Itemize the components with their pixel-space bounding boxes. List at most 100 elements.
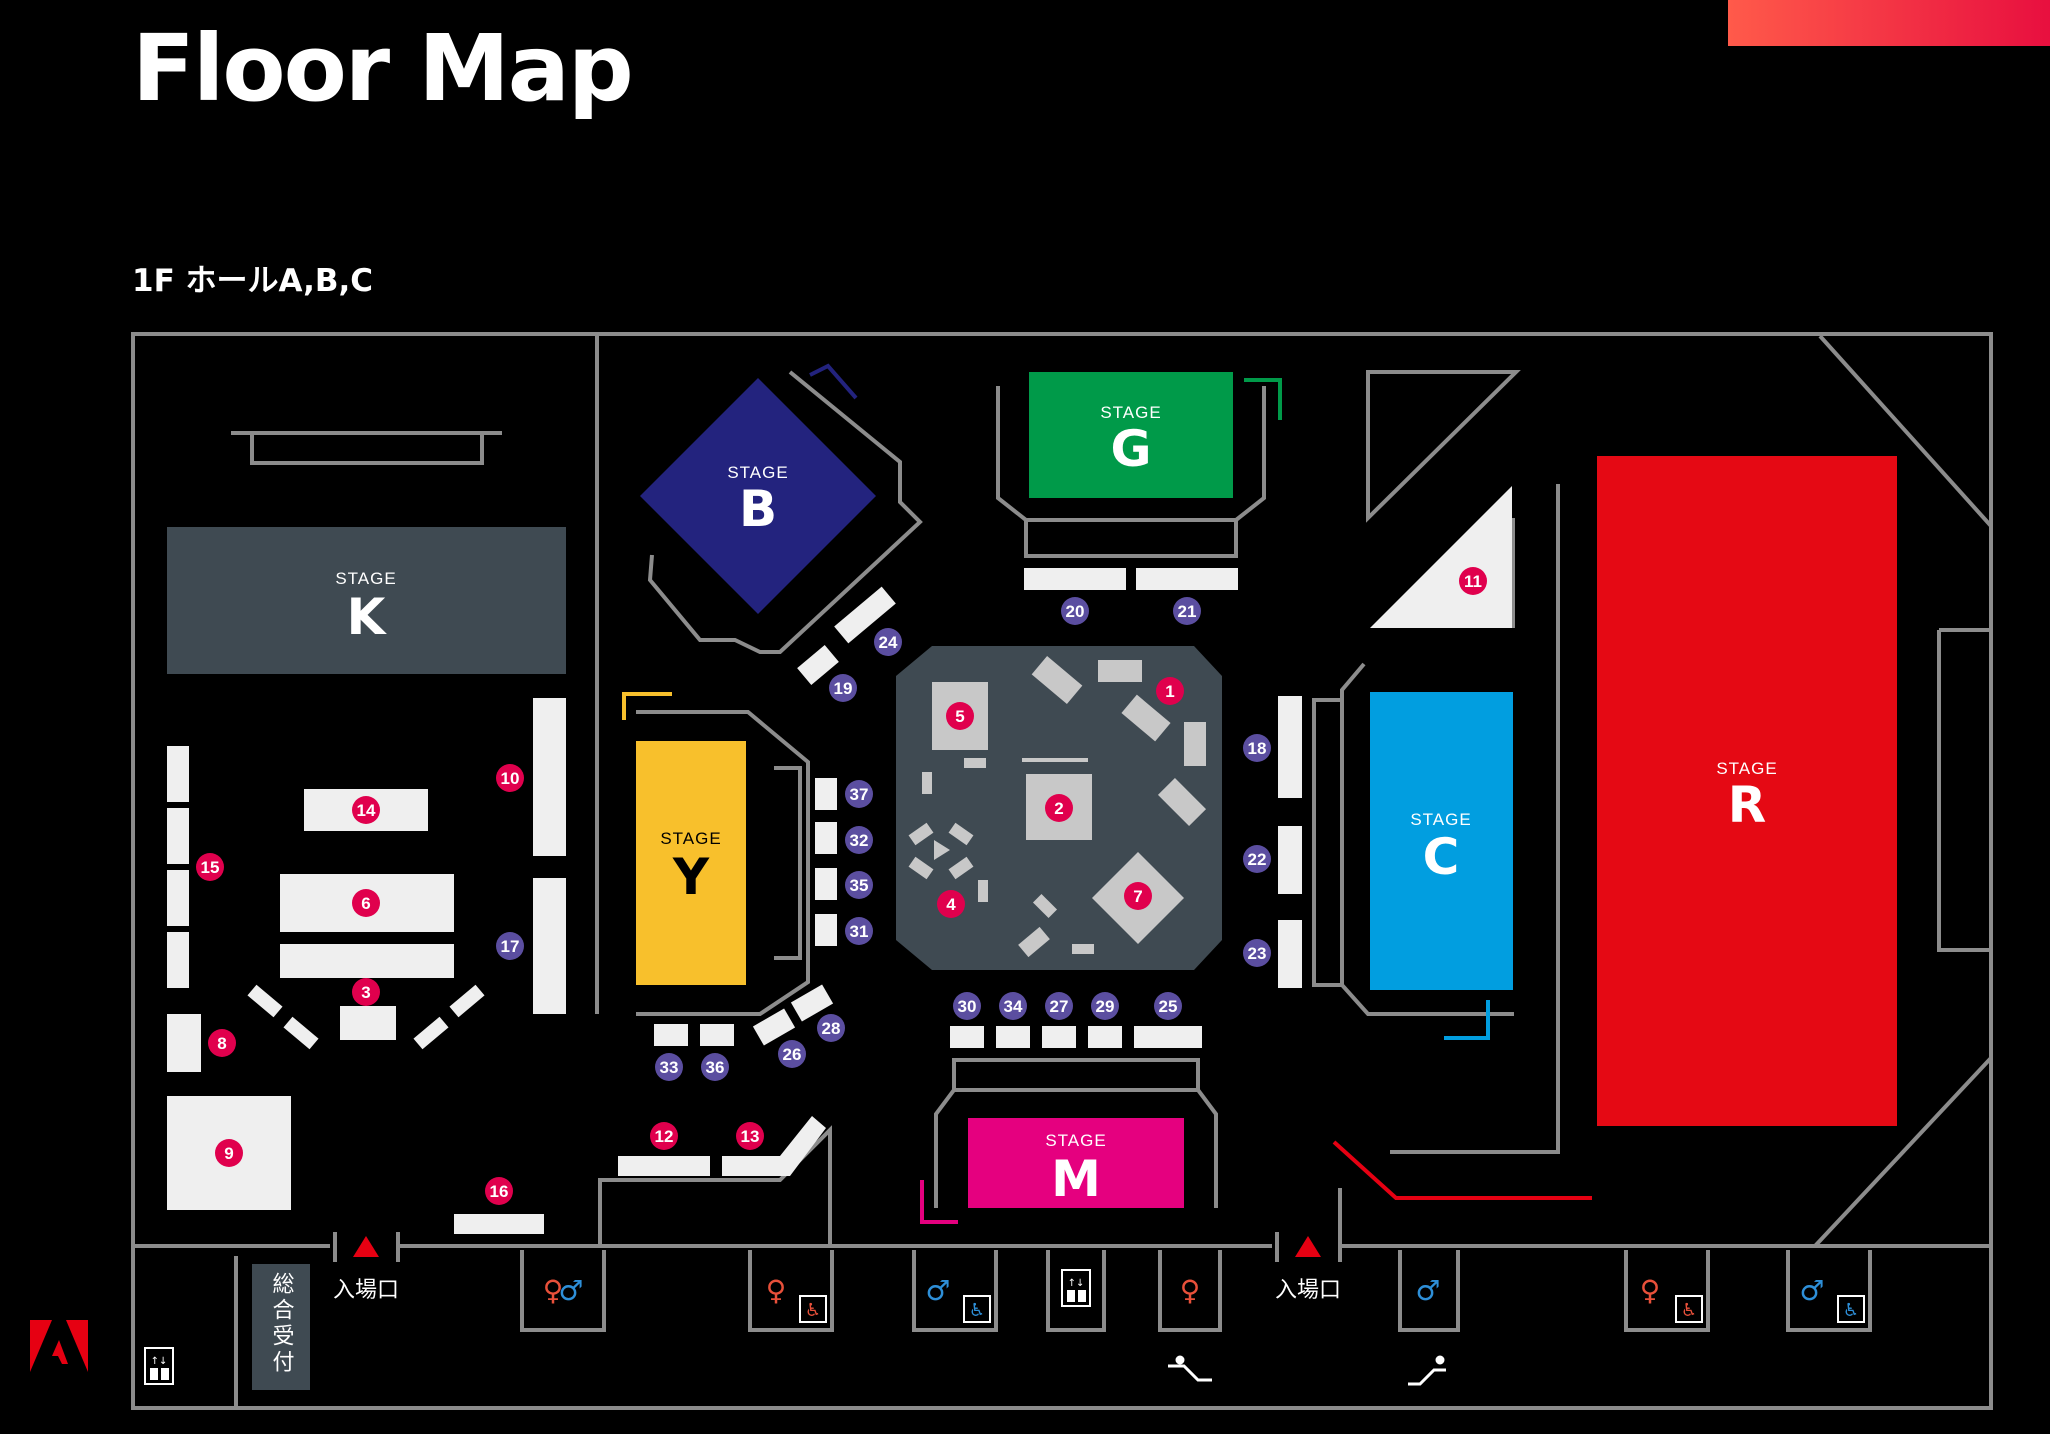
corner-accent-bar xyxy=(1728,0,2050,46)
stage-C[interactable]: STAGE C xyxy=(1370,692,1513,990)
restroom-icon: ♀♂ xyxy=(543,1274,584,1307)
facility-icons: ↑↓ ↑↓ ♀♂ ♀ ♿ ♂ ♿ ♀ ♂ ♀ ♿ ♂ ♿ xyxy=(144,1269,1865,1386)
walls xyxy=(131,332,1993,1410)
booth-marker-30 xyxy=(953,992,981,1020)
stage-Y-letter: Y xyxy=(672,848,710,906)
entrance-left[interactable]: 入場口 xyxy=(333,1236,399,1303)
stage-K-label: STAGE xyxy=(335,569,396,588)
booth-label-37: 37 xyxy=(850,785,869,804)
svg-text:♀: ♀ xyxy=(543,1274,564,1307)
booth-marker-23 xyxy=(1243,939,1271,967)
booth-label-9: 9 xyxy=(224,1144,233,1163)
booth-marker-2 xyxy=(1045,794,1073,822)
booth-marker-28 xyxy=(817,1014,845,1042)
entrance-left-label: 入場口 xyxy=(333,1278,399,1303)
booth-marker-33 xyxy=(655,1053,683,1081)
booth-marker-22 xyxy=(1243,845,1271,873)
booth-label-23: 23 xyxy=(1248,944,1267,963)
booth-label-24: 24 xyxy=(879,633,898,652)
svg-text:♀: ♀ xyxy=(1180,1274,1201,1307)
booth-label-14: 14 xyxy=(357,801,376,820)
booth-marker-24 xyxy=(874,628,902,656)
stage-Y[interactable]: STAGE Y xyxy=(636,741,746,985)
booth-label-34: 34 xyxy=(1004,997,1023,1016)
entrance-right[interactable]: 入場口 xyxy=(1275,1236,1341,1303)
floor-label: 1F ホールA,B,C xyxy=(132,263,374,299)
restroom-icon: ♀ xyxy=(1640,1274,1661,1307)
booth-marker-21 xyxy=(1173,597,1201,625)
accessible-restroom-icon: ♿ xyxy=(963,1295,991,1323)
adobe-logo-icon xyxy=(30,1320,88,1372)
stage-M[interactable]: STAGE M xyxy=(968,1118,1184,1208)
booth-marker-13 xyxy=(736,1122,764,1150)
booth-label-30: 30 xyxy=(958,997,977,1016)
reception[interactable]: 総合受付 xyxy=(252,1264,310,1390)
booth-label-21: 21 xyxy=(1178,602,1197,621)
booth-markers: 1 2 3 4 5 6 7 8 9 10 11 12 13 14 15 16 xyxy=(196,567,1487,1205)
booth-marker-18 xyxy=(1243,734,1271,762)
booth-label-22: 22 xyxy=(1248,850,1267,869)
booth-marker-29 xyxy=(1091,992,1119,1020)
escalator-down-icon xyxy=(1168,1355,1212,1382)
stage-C-letter: C xyxy=(1423,828,1460,886)
booth-label-35: 35 xyxy=(850,876,869,895)
restroom-icon: ♀ xyxy=(766,1274,787,1307)
booth-label-5: 5 xyxy=(955,707,964,726)
booth-marker-5 xyxy=(946,702,974,730)
booth-label-31: 31 xyxy=(850,922,869,941)
svg-text:♀: ♀ xyxy=(1640,1274,1661,1307)
page-title: Floor Map xyxy=(132,15,634,122)
booth-marker-16 xyxy=(485,1177,513,1205)
booth-label-3: 3 xyxy=(361,983,370,1002)
accessible-restroom-icon: ♿ xyxy=(1675,1295,1703,1323)
reception-label: 総合受付 xyxy=(269,1272,295,1376)
booth-marker-7 xyxy=(1124,882,1152,910)
booth-label-19: 19 xyxy=(834,679,853,698)
booth-label-16: 16 xyxy=(490,1182,509,1201)
stage-G[interactable]: STAGE G xyxy=(1029,372,1233,498)
booth-marker-1 xyxy=(1156,677,1184,705)
entrance-arrow-icon xyxy=(353,1236,379,1257)
entrance-right-label: 入場口 xyxy=(1275,1278,1341,1303)
booth-marker-12 xyxy=(650,1122,678,1150)
booth-label-15: 15 xyxy=(201,858,220,877)
booth-label-27: 27 xyxy=(1050,997,1069,1016)
stage-R[interactable]: STAGE R xyxy=(1597,456,1897,1126)
stage-K[interactable]: STAGE K xyxy=(167,527,566,674)
booth-label-12: 12 xyxy=(655,1127,674,1146)
booth-marker-15 xyxy=(196,853,224,881)
booth-label-7: 7 xyxy=(1133,887,1142,906)
booth-label-32: 32 xyxy=(850,831,869,850)
escalator-up-icon xyxy=(1408,1355,1446,1386)
booth-label-26: 26 xyxy=(783,1045,802,1064)
booth-label-20: 20 xyxy=(1066,602,1085,621)
stage-K-letter: K xyxy=(347,588,388,646)
stage-R-label: STAGE xyxy=(1716,759,1777,778)
accessible-restroom-icon: ♿ xyxy=(1837,1295,1865,1323)
stage-B[interactable]: STAGE B xyxy=(640,378,876,614)
svg-text:♂: ♂ xyxy=(1799,1274,1824,1307)
booth-marker-34 xyxy=(999,992,1027,1020)
booth-marker-14 xyxy=(352,796,380,824)
booth-marker-20 xyxy=(1061,597,1089,625)
booth-marker-27 xyxy=(1045,992,1073,1020)
booth-label-4: 4 xyxy=(946,895,956,914)
booth-marker-19 xyxy=(829,674,857,702)
booth-marker-9 xyxy=(215,1139,243,1167)
stage-G-label: STAGE xyxy=(1100,403,1161,422)
booth-label-2: 2 xyxy=(1054,799,1063,818)
booth-marker-37 xyxy=(845,780,873,808)
booth-label-18: 18 xyxy=(1248,739,1267,758)
elevator-icon: ↑↓ xyxy=(144,1347,174,1385)
svg-text:↑↓: ↑↓ xyxy=(1068,1278,1085,1289)
svg-text:♂: ♂ xyxy=(1415,1274,1440,1307)
svg-text:♿: ♿ xyxy=(1843,1300,1859,1321)
stage-B-letter: B xyxy=(739,480,777,538)
booth-marker-4 xyxy=(937,890,965,918)
booth-label-29: 29 xyxy=(1096,997,1115,1016)
booth-marker-26 xyxy=(778,1040,806,1068)
booth-label-1: 1 xyxy=(1165,682,1174,701)
svg-text:♿: ♿ xyxy=(1681,1300,1697,1321)
booth-label-36: 36 xyxy=(706,1058,725,1077)
booth-label-17: 17 xyxy=(501,937,520,956)
